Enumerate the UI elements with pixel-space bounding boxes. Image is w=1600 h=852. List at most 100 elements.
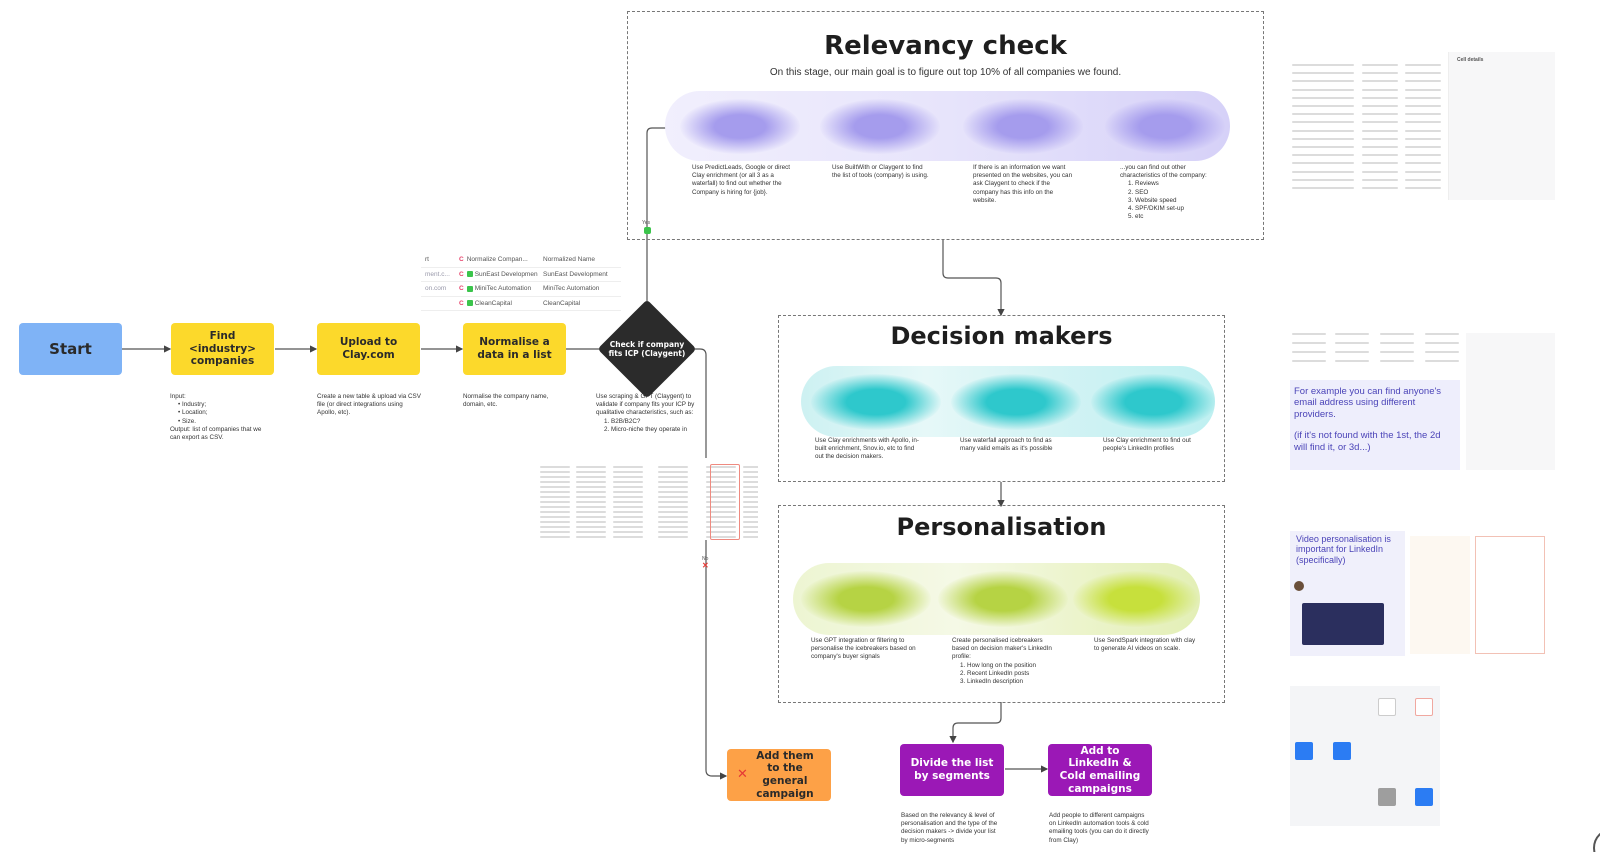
placeholder-line <box>576 531 606 533</box>
placeholder-line <box>613 501 643 503</box>
highlight-column <box>710 464 740 540</box>
input-label: Input: <box>170 393 186 400</box>
placeholder-line <box>1362 72 1398 75</box>
placeholder-line <box>540 516 570 518</box>
placeholder-line <box>1405 80 1441 83</box>
cell-details-screenshot: Cell details <box>1290 52 1555 200</box>
placeholder-line <box>1318 146 1354 148</box>
video-screenshot: Video personalisation is important for L… <box>1290 531 1545 656</box>
placeholder-line <box>1335 360 1369 362</box>
add-campaigns-node[interactable]: Add to LinkedIn & Cold emailing campaign… <box>1048 744 1152 796</box>
normalise-node[interactable]: Normalise a data in a list <box>463 323 566 375</box>
find-companies-note: Input: • Industry; • Location; • Size. O… <box>170 393 270 442</box>
placeholder-line <box>576 516 606 518</box>
placeholder-line <box>1292 178 1328 181</box>
cell-details-title: Cell details <box>1457 57 1484 63</box>
placeholder-line <box>576 481 606 483</box>
placeholder-line <box>1405 146 1441 148</box>
col-2-text: Create personalised icebreakers based on… <box>952 637 1052 661</box>
placeholder-line <box>743 521 758 523</box>
characteristic-item: 5. etc <box>1128 213 1144 221</box>
placeholder-line <box>1362 170 1398 173</box>
placeholder-line <box>576 521 606 523</box>
personalisation-col-1: Use GPT integration or filtering to pers… <box>811 637 916 661</box>
decision-col-2: Use waterfall approach to find as many v… <box>960 437 1053 453</box>
email-waterfall-screenshot: For example you can find anyone's email … <box>1290 325 1555 470</box>
placeholder-line <box>1318 121 1354 124</box>
decision-makers-title: Decision makers <box>890 322 1113 350</box>
relevancy-title: Relevancy check <box>824 31 1067 61</box>
find-companies-node[interactable]: Find <industry> companies <box>171 323 274 375</box>
divide-segments-node[interactable]: Divide the list by segments <box>900 744 1004 796</box>
placeholder-line <box>658 536 688 538</box>
placeholder-line <box>1318 137 1354 140</box>
provider-panel <box>1466 333 1555 470</box>
placeholder-line <box>1292 72 1328 75</box>
placeholder-line <box>1335 342 1369 344</box>
placeholder-line <box>1405 154 1441 157</box>
placeholder-line <box>613 521 643 523</box>
relevancy-col-2: Use BuiltWith or Claygent to find the li… <box>832 164 929 180</box>
start-node[interactable]: Start <box>19 323 122 375</box>
placeholder-line <box>743 491 758 493</box>
placeholder-line <box>743 506 758 508</box>
placeholder-line <box>706 506 736 508</box>
placeholder-line <box>1362 64 1398 66</box>
yes-check-icon <box>644 227 651 234</box>
placeholder-line <box>1318 72 1354 75</box>
placeholder-line <box>1362 154 1398 157</box>
placeholder-line <box>1405 129 1441 132</box>
placeholder-line <box>1405 170 1441 173</box>
placeholder-line <box>1318 162 1354 165</box>
placeholder-line <box>540 511 570 513</box>
relevancy-col-4: ...you can find out other characteristic… <box>1120 164 1220 221</box>
placeholder-line <box>1362 129 1398 132</box>
placeholder-line <box>576 501 606 503</box>
placeholder-line <box>1318 154 1354 157</box>
check-icp-text: Use scraping & GPT (Claygent) to validat… <box>596 393 695 417</box>
placeholder-line <box>1405 72 1441 75</box>
input-item: • Industry; <box>178 401 207 409</box>
placeholder-line <box>613 511 643 513</box>
relevancy-col-3: If there is an information we want prese… <box>973 164 1073 204</box>
placeholder-line <box>1292 88 1328 91</box>
personalisation-col-2: Create personalised icebreakers based on… <box>952 637 1057 686</box>
placeholder-line <box>1405 178 1441 181</box>
placeholder-line <box>1318 80 1354 83</box>
placeholder-line <box>1405 187 1441 189</box>
general-campaign-node[interactable]: ✕ Add them to the general campaign <box>727 749 831 801</box>
sendspark-form <box>1410 536 1470 654</box>
check-icp-decision[interactable]: Check if company fits ICP (Claygent) <box>597 299 697 399</box>
workflow-node <box>1378 698 1396 716</box>
placeholder-line <box>1292 105 1328 107</box>
cell-details-panel: Cell details <box>1448 52 1555 200</box>
placeholder-line <box>1405 88 1441 91</box>
email-note-panel: For example you can find anyone's email … <box>1290 380 1460 470</box>
upload-node[interactable]: Upload to Clay.com <box>317 323 420 375</box>
placeholder-line <box>706 516 736 518</box>
placeholder-line <box>540 531 570 533</box>
workflow-sidebar <box>1445 686 1555 826</box>
placeholder-line <box>658 486 688 488</box>
placeholder-line <box>658 521 688 523</box>
placeholder-line <box>1425 342 1459 344</box>
input-item: • Size. <box>178 417 196 425</box>
placeholder-line <box>1318 129 1354 132</box>
placeholder-line <box>1292 360 1326 362</box>
placeholder-line <box>613 471 643 473</box>
placeholder-line <box>576 526 606 528</box>
placeholder-line <box>1380 333 1414 335</box>
placeholder-line <box>1292 80 1328 83</box>
placeholder-line <box>1405 113 1441 116</box>
placeholder-line <box>658 491 688 493</box>
placeholder-line <box>1362 80 1398 83</box>
relevancy-blob <box>665 91 1230 161</box>
characteristic-item: 3. Website speed <box>1128 196 1177 204</box>
general-campaign-label: Add them to the general campaign <box>756 749 814 800</box>
placeholder-line <box>743 516 758 518</box>
placeholder-line <box>1425 351 1459 353</box>
placeholder-line <box>613 496 643 498</box>
